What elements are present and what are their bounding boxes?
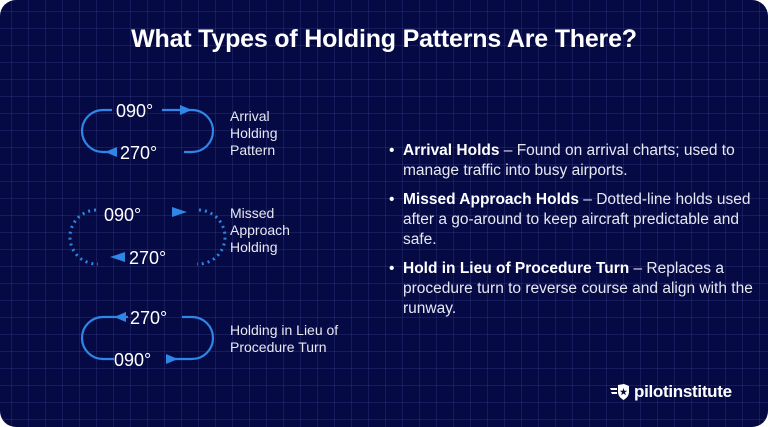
arrow-left-icon: [114, 312, 126, 322]
bottom-heading: 270°: [120, 143, 158, 163]
missed-approach-dotted-racetrack-icon: [68, 207, 227, 266]
pilotinstitute-logo: pilotinstitute: [610, 382, 732, 402]
top-heading: 270°: [130, 308, 168, 328]
hilpt-diagram: 270° 090° Holding in Lieu of Procedure T…: [80, 306, 382, 376]
diagram-label: Missed Approach Holding: [230, 205, 290, 255]
list-item: • Hold in Lieu of Procedure Turn – Repla…: [389, 260, 753, 317]
top-heading: 090°: [104, 205, 142, 225]
missed-approach-diagram: 090° 270° Missed Approach Holding: [68, 202, 342, 272]
holding-types-list: • Arrival Holds – Found on arrival chart…: [388, 141, 758, 328]
bottom-heading: 090°: [114, 350, 152, 370]
diagram-label: Holding in Lieu of Procedure Turn: [230, 322, 339, 355]
list-item: • Missed Approach Holds – Dotted-line ho…: [389, 191, 751, 248]
arrow-left-icon: [110, 252, 125, 262]
hilpt-racetrack-icon: [80, 312, 215, 364]
list-item: • Arrival Holds – Found on arrival chart…: [389, 142, 735, 179]
diagram-label: Arrival Holding Pattern: [230, 108, 278, 158]
bullet-icon: •: [389, 191, 395, 208]
arrival-racetrack-icon: [80, 105, 215, 157]
arrow-left-icon: [105, 147, 117, 157]
bullet-icon: •: [389, 142, 395, 159]
winged-shield-star-icon: [610, 384, 629, 400]
arrow-right-icon: [166, 354, 178, 364]
bullet-icon: •: [389, 260, 395, 277]
arrow-right-icon: [172, 207, 187, 217]
top-heading: 090°: [116, 101, 154, 121]
page-title: What Types of Holding Patterns Are There…: [131, 25, 637, 53]
arrow-right-icon: [180, 105, 192, 115]
bottom-heading: 270°: [129, 248, 167, 268]
logo-text: pilotinstitute: [634, 382, 732, 401]
arrival-holding-diagram: 090° 270° Arrival Holding Pattern: [80, 100, 342, 170]
